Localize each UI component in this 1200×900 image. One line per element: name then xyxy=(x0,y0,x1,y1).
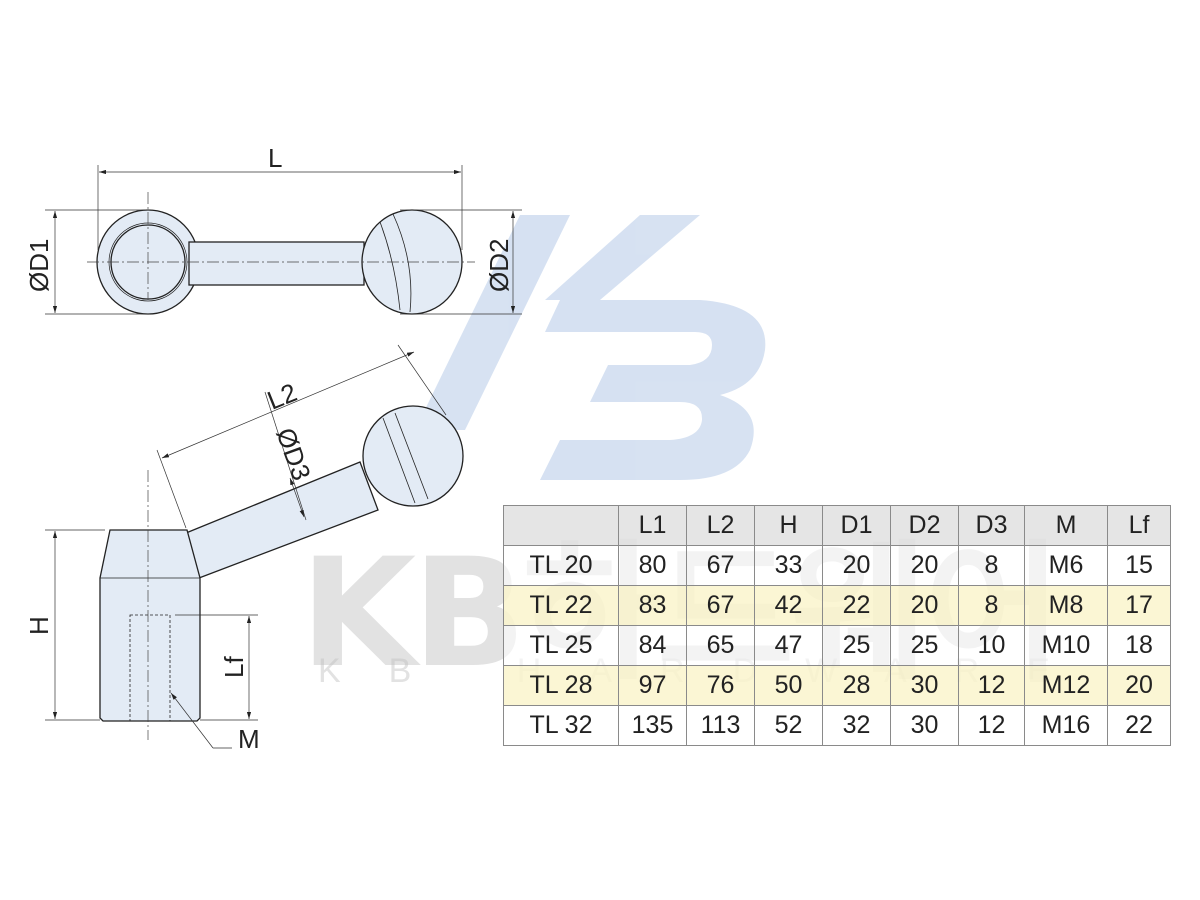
value-cell: 8 xyxy=(958,585,1025,626)
value-cell: 15 xyxy=(1107,545,1171,586)
value-cell: 20 xyxy=(1107,665,1171,706)
model-cell: TL 28 xyxy=(503,665,619,706)
value-cell: 22 xyxy=(822,585,891,626)
table-header-row: L1 L2 H D1 D2 D3 M Lf xyxy=(503,505,1171,546)
value-cell: 10 xyxy=(958,625,1025,666)
value-cell: M6 xyxy=(1024,545,1108,586)
value-cell: 135 xyxy=(618,705,687,746)
dim-label-d1: ØD1 xyxy=(24,239,54,292)
value-cell: 52 xyxy=(754,705,823,746)
value-cell: 28 xyxy=(822,665,891,706)
value-cell: 20 xyxy=(890,585,959,626)
value-cell: 97 xyxy=(618,665,687,706)
value-cell: 65 xyxy=(686,625,755,666)
value-cell: 30 xyxy=(890,705,959,746)
value-cell: 67 xyxy=(686,585,755,626)
value-cell: 17 xyxy=(1107,585,1171,626)
value-cell: 22 xyxy=(1107,705,1171,746)
header-cell xyxy=(503,505,619,546)
value-cell: 50 xyxy=(754,665,823,706)
value-cell: M8 xyxy=(1024,585,1108,626)
header-cell: M xyxy=(1024,505,1108,546)
value-cell: 80 xyxy=(618,545,687,586)
header-cell: L1 xyxy=(618,505,687,546)
value-cell: 25 xyxy=(890,625,959,666)
dim-label-lf: Lf xyxy=(219,656,249,678)
top-view-bar xyxy=(188,241,365,286)
value-cell: 8 xyxy=(958,545,1025,586)
header-cell: D1 xyxy=(822,505,891,546)
value-cell: 20 xyxy=(890,545,959,586)
dim-label-l2: L2 xyxy=(263,377,301,416)
header-cell: D2 xyxy=(890,505,959,546)
header-cell: L2 xyxy=(686,505,755,546)
value-cell: 83 xyxy=(618,585,687,626)
header-cell: H xyxy=(754,505,823,546)
header-cell: Lf xyxy=(1107,505,1171,546)
value-cell: 47 xyxy=(754,625,823,666)
value-cell: 113 xyxy=(686,705,755,746)
value-cell: 12 xyxy=(958,665,1025,706)
value-cell: M12 xyxy=(1024,665,1108,706)
value-cell: M10 xyxy=(1024,625,1108,666)
value-cell: 20 xyxy=(822,545,891,586)
model-cell: TL 22 xyxy=(503,585,619,626)
dim-label-l: L xyxy=(268,143,282,173)
value-cell: 32 xyxy=(822,705,891,746)
value-cell: 84 xyxy=(618,625,687,666)
model-cell: TL 20 xyxy=(503,545,619,586)
dim-label-d2: ØD2 xyxy=(484,239,514,292)
dim-label-m: M xyxy=(238,724,260,754)
header-cell: D3 xyxy=(958,505,1025,546)
value-cell: 33 xyxy=(754,545,823,586)
model-cell: TL 25 xyxy=(503,625,619,666)
kb-logo-watermark xyxy=(415,215,766,480)
value-cell: 12 xyxy=(958,705,1025,746)
model-cell: TL 32 xyxy=(503,705,619,746)
dim-label-h: H xyxy=(24,616,54,635)
value-cell: 18 xyxy=(1107,625,1171,666)
value-cell: M16 xyxy=(1024,705,1108,746)
value-cell: 67 xyxy=(686,545,755,586)
value-cell: 76 xyxy=(686,665,755,706)
side-view-body xyxy=(99,529,201,722)
value-cell: 25 xyxy=(822,625,891,666)
dim-label-d3: ØD3 xyxy=(270,424,316,485)
value-cell: 30 xyxy=(890,665,959,706)
side-view-ball xyxy=(362,405,464,507)
value-cell: 42 xyxy=(754,585,823,626)
